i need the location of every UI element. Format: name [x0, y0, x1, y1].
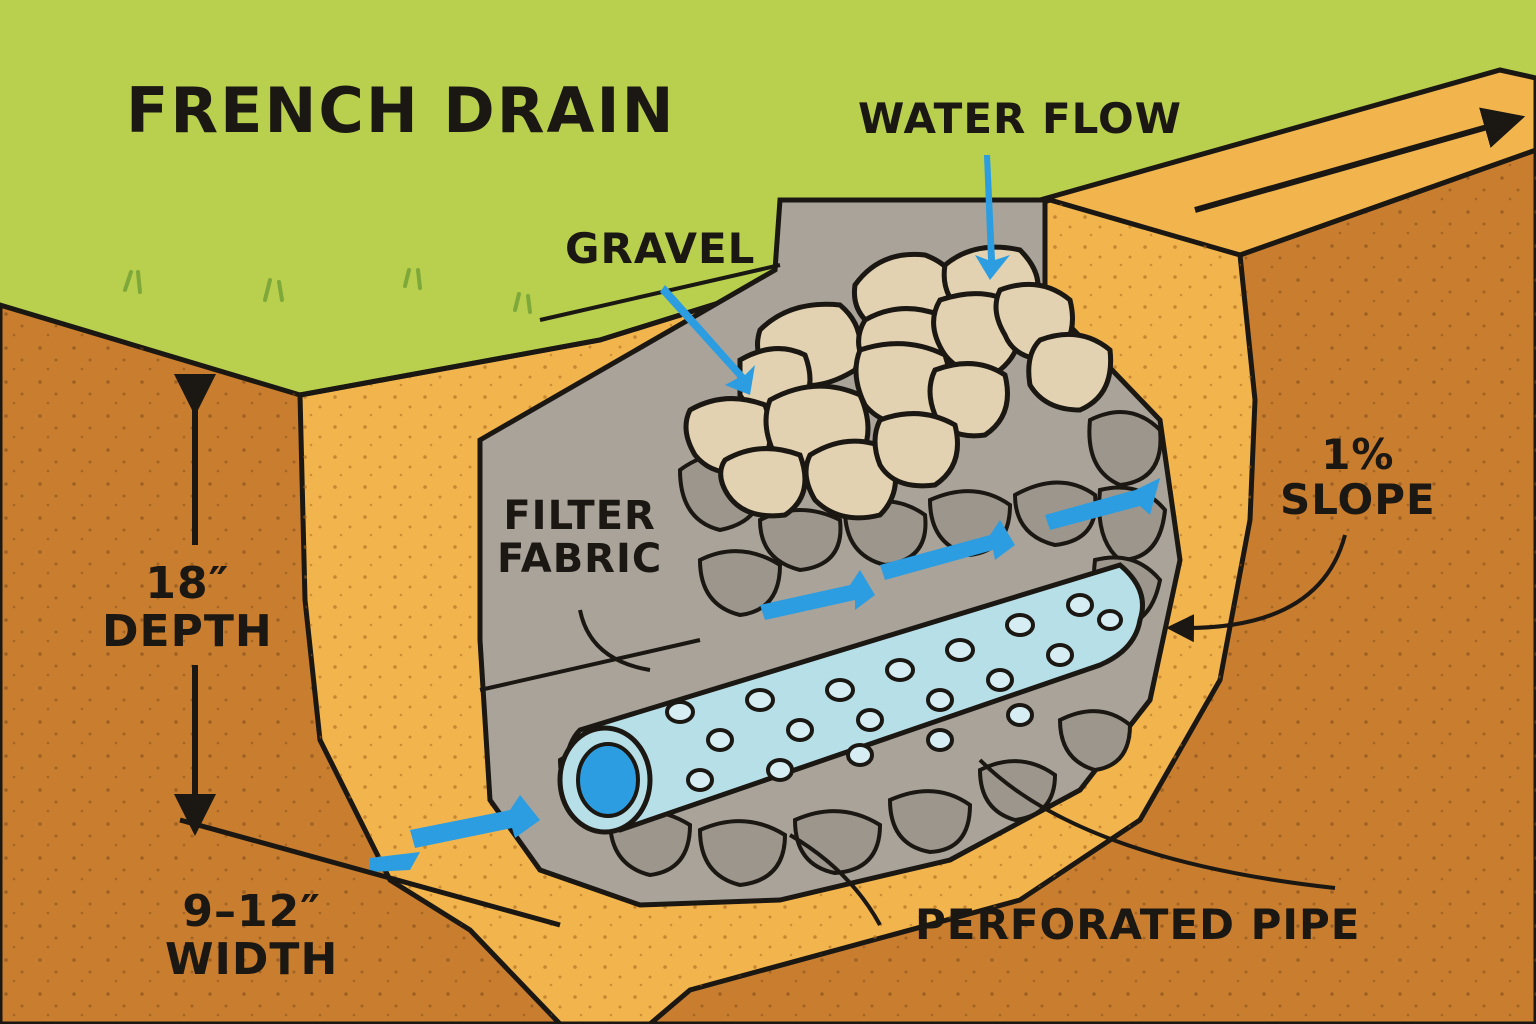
width-label: 9–12″ WIDTH — [165, 888, 338, 983]
pipe-leader-left — [788, 833, 882, 926]
water-flow-label: WATER FLOW — [858, 94, 1182, 143]
width-label-value: 9–12″ — [182, 886, 321, 937]
perforated-pipe — [557, 562, 1145, 835]
grass-tufts — [123, 268, 532, 314]
depth-label-value: 18″ — [145, 558, 230, 609]
width-guide-line — [179, 817, 561, 928]
diagram-title: FRENCH DRAIN — [126, 74, 676, 147]
filter-fabric-leader — [578, 609, 651, 672]
slope-label-value: 1% — [1321, 430, 1395, 479]
pipe-leader-right — [978, 758, 1336, 890]
depth-label-text: DEPTH — [102, 605, 273, 657]
slope-label: 1% SLOPE — [1280, 432, 1436, 523]
water-flow-arrows — [370, 155, 1160, 872]
slope-leader — [1166, 534, 1347, 643]
depth-label: 18″ DEPTH — [102, 560, 273, 655]
width-label-text: WIDTH — [165, 933, 339, 985]
pipe-opening — [576, 742, 640, 818]
filter-fabric-label-line2: FABRIC — [497, 536, 663, 583]
channel-direction-arrow — [1194, 107, 1526, 213]
filter-fabric-label: FILTER FABRIC — [497, 493, 663, 583]
filter-fabric-label-line1: FILTER — [503, 493, 656, 539]
gravel-label: GRAVEL — [565, 224, 756, 273]
pipe-perforations — [665, 593, 1123, 792]
perforated-pipe-label: PERFORATED PIPE — [915, 900, 1361, 949]
slope-label-text: SLOPE — [1280, 475, 1436, 525]
large-gravel-stones — [683, 244, 1114, 521]
